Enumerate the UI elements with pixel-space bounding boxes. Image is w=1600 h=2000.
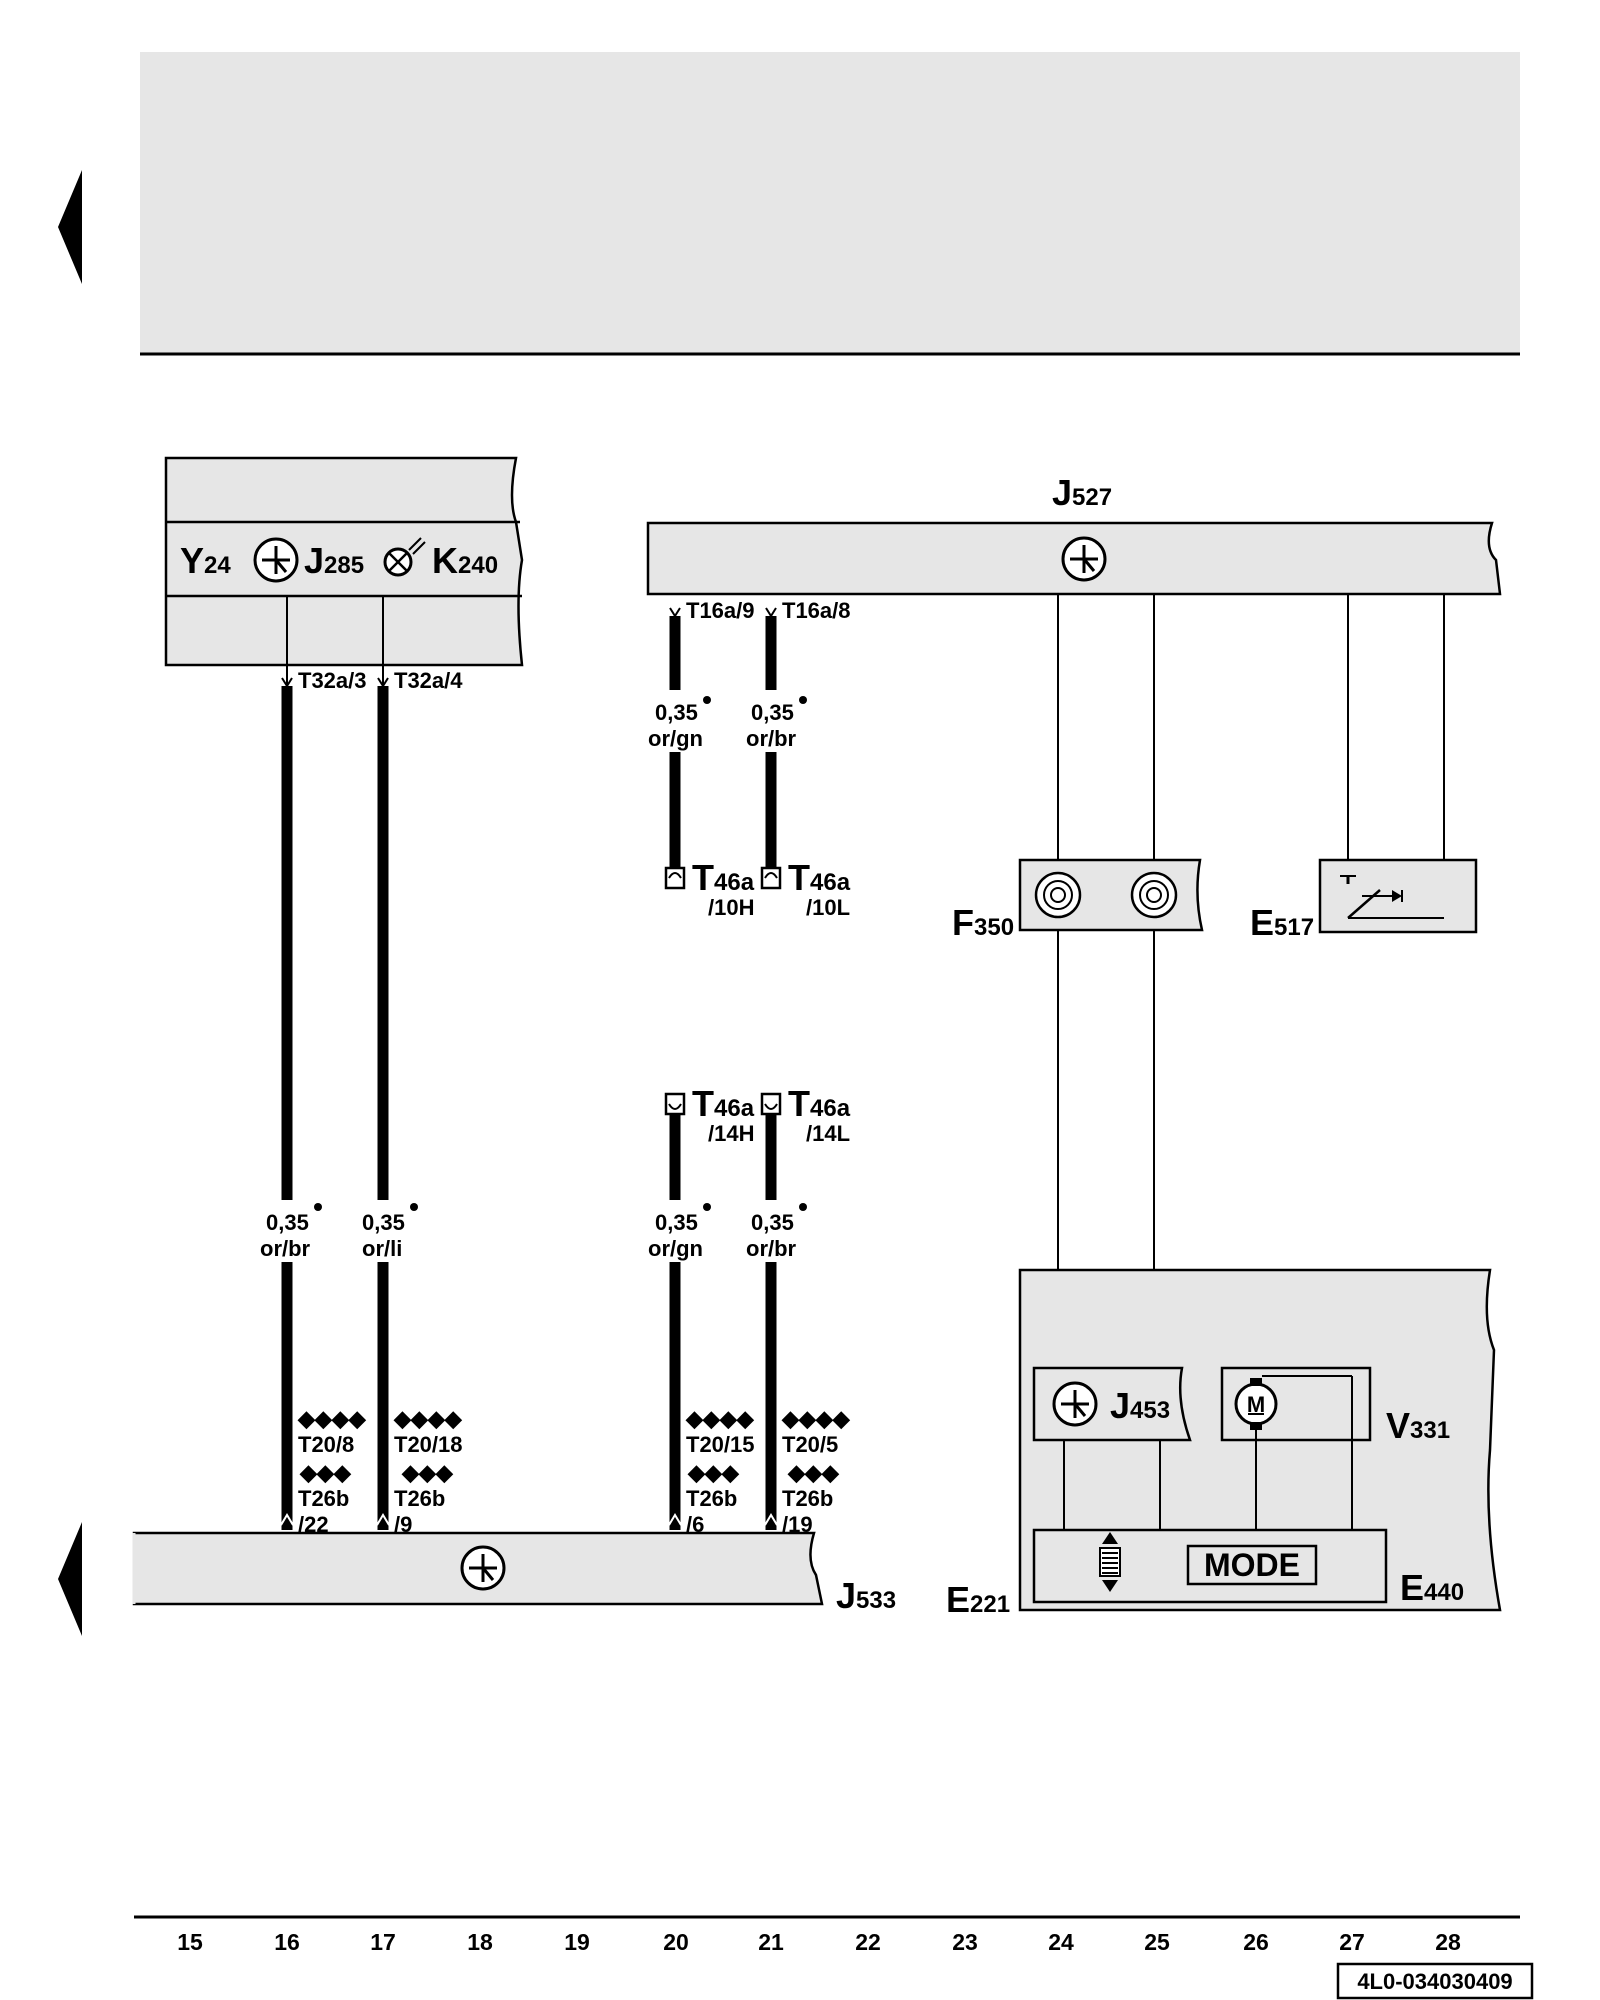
pin-10h: /10H — [708, 895, 754, 920]
pin-14h: /14H — [708, 1121, 754, 1146]
column-number: 20 — [663, 1929, 689, 1955]
scroll-wheel-icon[interactable] — [1099, 1532, 1121, 1592]
bottom-connector-2: ◆◆◆◆ T20/18 ◆◆◆ T26b /9 — [393, 1406, 463, 1537]
label-v331: V331 — [1386, 1405, 1450, 1446]
control-unit-symbol-icon — [460, 1545, 506, 1591]
svg-text:/6: /6 — [686, 1512, 704, 1537]
connector-male-icon — [760, 1092, 782, 1116]
prev-page-arrow-top[interactable] — [58, 170, 82, 284]
column-number: 21 — [758, 1929, 784, 1955]
column-number: 25 — [1144, 1929, 1170, 1955]
svg-text:T26b: T26b — [298, 1486, 349, 1511]
bottom-connector-1: ◆◆◆◆ T20/8 ◆◆◆ T26b /22 — [297, 1406, 367, 1537]
wire-gauge-6: 0,35 — [751, 1210, 794, 1235]
svg-text:T26b: T26b — [686, 1486, 737, 1511]
wire-color-2: or/br — [746, 726, 797, 751]
bottom-connector-3: ◆◆◆◆ T20/15 ◆◆◆ T26b /6 — [685, 1406, 755, 1537]
connector-female-icon — [664, 866, 686, 890]
label-k240: K240 — [432, 540, 498, 581]
wire-gauge-1: 0,35 — [655, 700, 698, 725]
mode-button[interactable] — [1186, 1544, 1318, 1586]
column-numbers: 15 16 17 18 19 20 21 22 23 24 25 26 27 28 — [177, 1929, 1461, 1955]
svg-text:/9: /9 — [394, 1512, 412, 1537]
svg-text:T20/15: T20/15 — [686, 1432, 755, 1457]
svg-text:T20/8: T20/8 — [298, 1432, 354, 1457]
column-number: 17 — [370, 1929, 396, 1955]
connector-female-icon — [760, 866, 782, 890]
label-j453: J453 — [1110, 1385, 1170, 1426]
wire-color-1: or/gn — [648, 726, 703, 751]
label-j533: J533 — [836, 1575, 896, 1616]
column-number: 19 — [564, 1929, 590, 1955]
wire-gauge-3: 0,35 — [266, 1210, 309, 1235]
svg-text:◆◆◆◆: ◆◆◆◆ — [297, 1406, 367, 1431]
bottom-connector-4: ◆◆◆◆ T20/5 ◆◆◆ T26b /19 — [781, 1406, 851, 1537]
doc-id-box — [1336, 1962, 1534, 2000]
svg-text:T26b: T26b — [394, 1486, 445, 1511]
column-number: 26 — [1243, 1929, 1269, 1955]
label-e517: E517 — [1250, 902, 1314, 943]
label-j285: J285 — [304, 540, 364, 581]
svg-text:◆◆◆◆: ◆◆◆◆ — [393, 1406, 463, 1431]
svg-text:◆◆◆: ◆◆◆ — [299, 1460, 352, 1485]
pin-t32a-3: T32a/3 — [298, 668, 367, 693]
column-number: 16 — [274, 1929, 300, 1955]
control-unit-j285-box — [164, 456, 524, 667]
column-number: 24 — [1048, 1929, 1074, 1955]
connector-male-icon — [664, 1092, 686, 1116]
column-number: 18 — [467, 1929, 493, 1955]
wire-color-5: or/gn — [648, 1236, 703, 1261]
wire-color-4: or/li — [362, 1236, 402, 1261]
column-number: 27 — [1339, 1929, 1365, 1955]
column-number: 23 — [952, 1929, 978, 1955]
pin-t16a-9: T16a/9 — [686, 598, 755, 623]
label-t46a-10l: T46a — [788, 857, 851, 898]
pin-t32a-4: T32a/4 — [394, 668, 463, 693]
wire-gauge-2: 0,35 — [751, 700, 794, 725]
svg-text:◆◆◆: ◆◆◆ — [401, 1460, 454, 1485]
svg-text:T20/18: T20/18 — [394, 1432, 463, 1457]
label-y24: Y24 — [180, 540, 231, 581]
label-e440: E440 — [1400, 1567, 1464, 1608]
coil-spring-icon — [1130, 871, 1178, 919]
svg-text:M: M — [1247, 1392, 1265, 1417]
pin-14l: /14L — [806, 1121, 850, 1146]
motor-icon: M — [1234, 1378, 1278, 1430]
svg-text:T20/5: T20/5 — [782, 1432, 838, 1457]
coil-spring-icon — [1034, 871, 1082, 919]
doc-id: 4L0-034030409 — [1357, 1969, 1512, 1994]
pin-t16a-8: T16a/8 — [782, 598, 851, 623]
svg-text:◆◆◆◆: ◆◆◆◆ — [685, 1406, 755, 1431]
control-unit-symbol-icon — [1052, 1381, 1098, 1427]
wire-gauge-5: 0,35 — [655, 1210, 698, 1235]
wire-color-3: or/br — [260, 1236, 311, 1261]
control-unit-symbol-icon — [1061, 536, 1107, 582]
label-f350: F350 — [952, 902, 1014, 943]
svg-text:◆◆◆: ◆◆◆ — [787, 1460, 840, 1485]
prev-page-arrow-bottom[interactable] — [58, 1522, 82, 1636]
mode-label: MODE — [1204, 1547, 1300, 1583]
control-unit-symbol-icon — [253, 537, 299, 583]
label-t46a-10h: T46a — [692, 857, 755, 898]
column-number: 15 — [177, 1929, 203, 1955]
header-band — [140, 52, 1520, 354]
label-t46a-14l: T46a — [788, 1083, 851, 1124]
column-number: 28 — [1435, 1929, 1461, 1955]
label-t46a-14h: T46a — [692, 1083, 755, 1124]
label-e221: E221 — [946, 1579, 1010, 1620]
wire-gauge-4: 0,35 — [362, 1210, 405, 1235]
svg-text:◆◆◆◆: ◆◆◆◆ — [781, 1406, 851, 1431]
column-number: 22 — [855, 1929, 881, 1955]
pin-10l: /10L — [806, 895, 850, 920]
warning-lamp-icon — [383, 537, 426, 577]
svg-text:T26b: T26b — [782, 1486, 833, 1511]
label-j527: J527 — [1052, 472, 1112, 513]
wire-color-6: or/br — [746, 1236, 797, 1261]
svg-text:◆◆◆: ◆◆◆ — [687, 1460, 740, 1485]
switch-icon — [1340, 875, 1444, 919]
